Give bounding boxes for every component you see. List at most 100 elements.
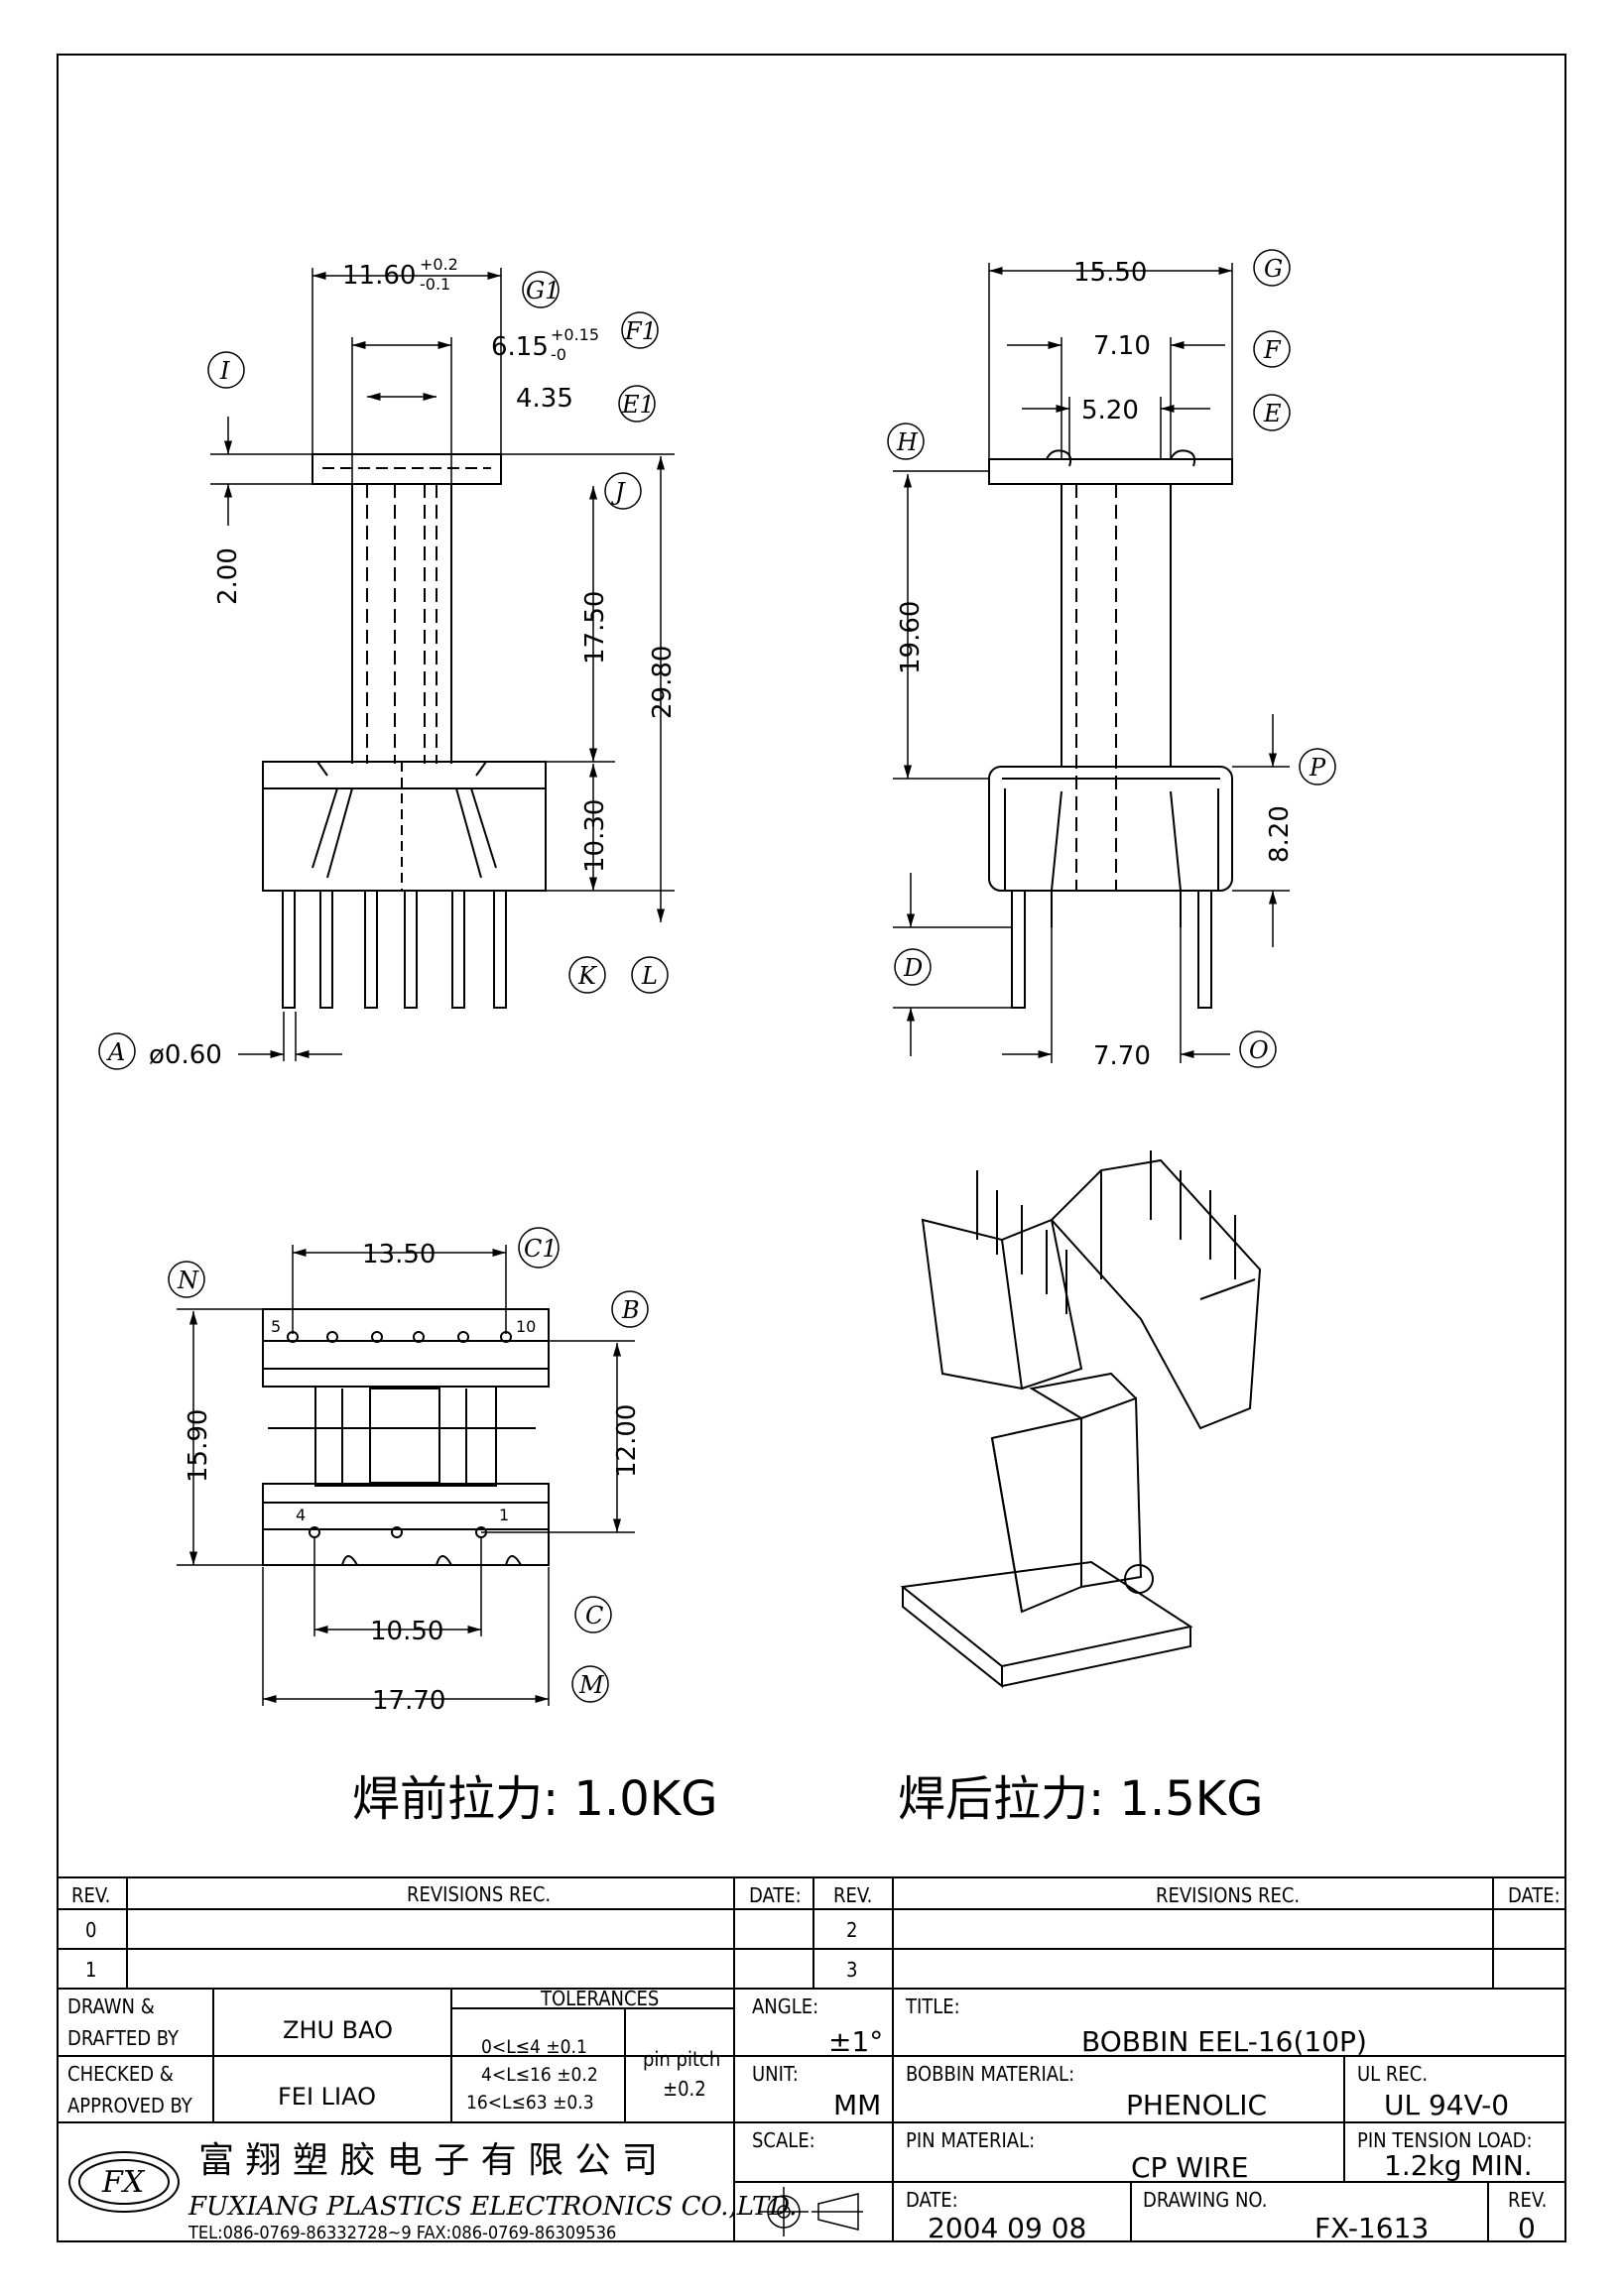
rev-row-0: 0 (85, 1918, 96, 1942)
projection-symbol-icon (759, 2187, 863, 2236)
bobbin-material-value: PHENOLIC (1126, 2089, 1267, 2121)
tol-1: 0<L≤4 ±0.1 (481, 2036, 587, 2058)
front-view (262, 453, 547, 1009)
title-value: BOBBIN EEL-16(10P) (1081, 2025, 1367, 2058)
tolerances-label: TOLERANCES (540, 1987, 659, 2010)
svg-text:H: H (896, 428, 919, 456)
dim-side-width: 15.50 (1073, 258, 1147, 288)
pin-number-1: 1 (499, 1506, 509, 1524)
dim-side-h: 19.60 (896, 601, 926, 674)
dim-bottom-n: 15.90 (184, 1409, 213, 1483)
dim-height: 29.80 (648, 646, 678, 719)
svg-text:A: A (106, 1038, 125, 1066)
svg-text:L: L (641, 962, 658, 990)
callout-c: C (574, 1596, 612, 1633)
date-value: 2004 09 08 (928, 2212, 1086, 2244)
pin-tension-value: 1.2kg MIN. (1384, 2149, 1533, 2182)
tol-2: 4<L≤16 ±0.2 (481, 2064, 598, 2086)
title-block-grid (58, 1876, 1565, 2241)
callout-i: I (207, 351, 245, 389)
dim-inner: 4.35 (516, 384, 573, 414)
callout-e: E (1253, 394, 1291, 431)
dim-base: 10.30 (580, 799, 610, 873)
dim-side-o: 7.70 (1093, 1041, 1151, 1071)
sheet-border (57, 54, 1566, 2242)
front-dimension-lines (210, 268, 675, 1061)
dim-width-top-tol-minus: -0.1 (420, 275, 450, 294)
dim-pin-dia: ø0.60 (149, 1040, 222, 1070)
dim-side-e: 5.20 (1081, 396, 1139, 425)
isometric-view (900, 1150, 1262, 1689)
drawing-no-label: DRAWING NO. (1143, 2188, 1268, 2212)
rev-row-2: 2 (846, 1918, 857, 1942)
callout-f1: F1 (621, 311, 659, 349)
pull-force-before: 焊前拉力: 1.0KG (352, 1771, 717, 1827)
dim-width-top-tol-plus: +0.2 (420, 255, 458, 274)
svg-text:D: D (903, 954, 923, 982)
company-name-cn: 富 翔 塑 胶 电 子 有 限 公 司 (198, 2140, 658, 2181)
dim-bottom-c1: 13.50 (362, 1240, 436, 1269)
svg-text:M: M (578, 1671, 605, 1699)
fx-logo-icon (68, 2151, 180, 2213)
unit-label: UNIT: (752, 2062, 799, 2086)
pin-tension-label: PIN TENSION LOAD: (1357, 2128, 1533, 2152)
checked-label-1: CHECKED & (67, 2062, 174, 2086)
date-header-left: DATE: (749, 1883, 802, 1907)
rev-value: 0 (1518, 2212, 1536, 2244)
dim-core-tol-minus: -0 (551, 345, 566, 364)
dim-bottom-m: 17.70 (372, 1686, 445, 1716)
callout-a: A (98, 1032, 136, 1070)
checked-by: FEI LIAO (278, 2083, 376, 2111)
callout-f: F (1253, 330, 1291, 368)
pin-material-value: CP WIRE (1131, 2151, 1248, 2184)
logo-text: FX (101, 2165, 146, 2200)
pin-number-10: 10 (516, 1317, 536, 1336)
side-dimension-lines (893, 263, 1290, 1063)
svg-text:G1: G1 (526, 277, 560, 304)
ul-value: UL 94V-0 (1384, 2089, 1509, 2121)
revisions-header-left: REVISIONS REC. (407, 1882, 551, 1906)
title-label: TITLE: (905, 1994, 960, 2018)
date-label: DATE: (906, 2188, 958, 2212)
rev-row-1: 1 (85, 1958, 96, 1982)
svg-text:C: C (585, 1602, 603, 1630)
drawn-by: ZHU BAO (283, 2016, 393, 2044)
svg-text:C1: C1 (524, 1235, 558, 1263)
pin-number-4: 4 (296, 1506, 306, 1524)
svg-text:F1: F1 (624, 317, 657, 345)
drawn-label-1: DRAWN & (67, 1994, 155, 2018)
svg-text:I: I (219, 357, 230, 385)
callout-p: P (1299, 748, 1336, 785)
callout-g1: G1 (522, 271, 560, 308)
bottom-dimension-lines (177, 1245, 635, 1706)
dim-flange: 2.00 (213, 547, 243, 605)
checked-label-2: APPROVED BY (67, 2094, 193, 2117)
callout-n: N (168, 1261, 205, 1298)
dim-bottom-c: 10.50 (370, 1617, 443, 1646)
angle-value: ±1° (828, 2025, 883, 2058)
svg-text:G: G (1264, 255, 1283, 283)
callout-d: D (894, 948, 932, 986)
drawing-no-value: FX-1613 (1314, 2212, 1429, 2244)
callout-e1: E1 (618, 385, 656, 423)
pin-pitch-value: ±0.2 (663, 2077, 706, 2101)
pin-pitch-label: pin pitch (643, 2047, 720, 2071)
svg-text:F: F (1263, 336, 1282, 364)
unit-value: MM (833, 2089, 881, 2121)
svg-text:O: O (1249, 1036, 1269, 1064)
tol-3: 16<L≤63 ±0.3 (466, 2092, 594, 2114)
callout-b: B (611, 1290, 649, 1328)
pin-number-5: 5 (271, 1317, 281, 1336)
rev-header-right: REV. (833, 1883, 872, 1907)
callout-o: O (1239, 1030, 1277, 1068)
bottom-view (262, 1308, 550, 1566)
svg-text:K: K (577, 962, 598, 990)
svg-text:E: E (1263, 400, 1282, 427)
dim-core-tol-plus: +0.15 (551, 325, 599, 344)
company-name-en: FUXIANG PLASTICS ELECTRONICS CO.,LTD. (187, 2192, 797, 2222)
bobbin-material-label: BOBBIN MATERIAL: (906, 2062, 1074, 2086)
company-contact: TEL:086-0769-86332728~9 FAX:086-0769-863… (187, 2223, 616, 2243)
svg-text:P: P (1309, 754, 1326, 782)
